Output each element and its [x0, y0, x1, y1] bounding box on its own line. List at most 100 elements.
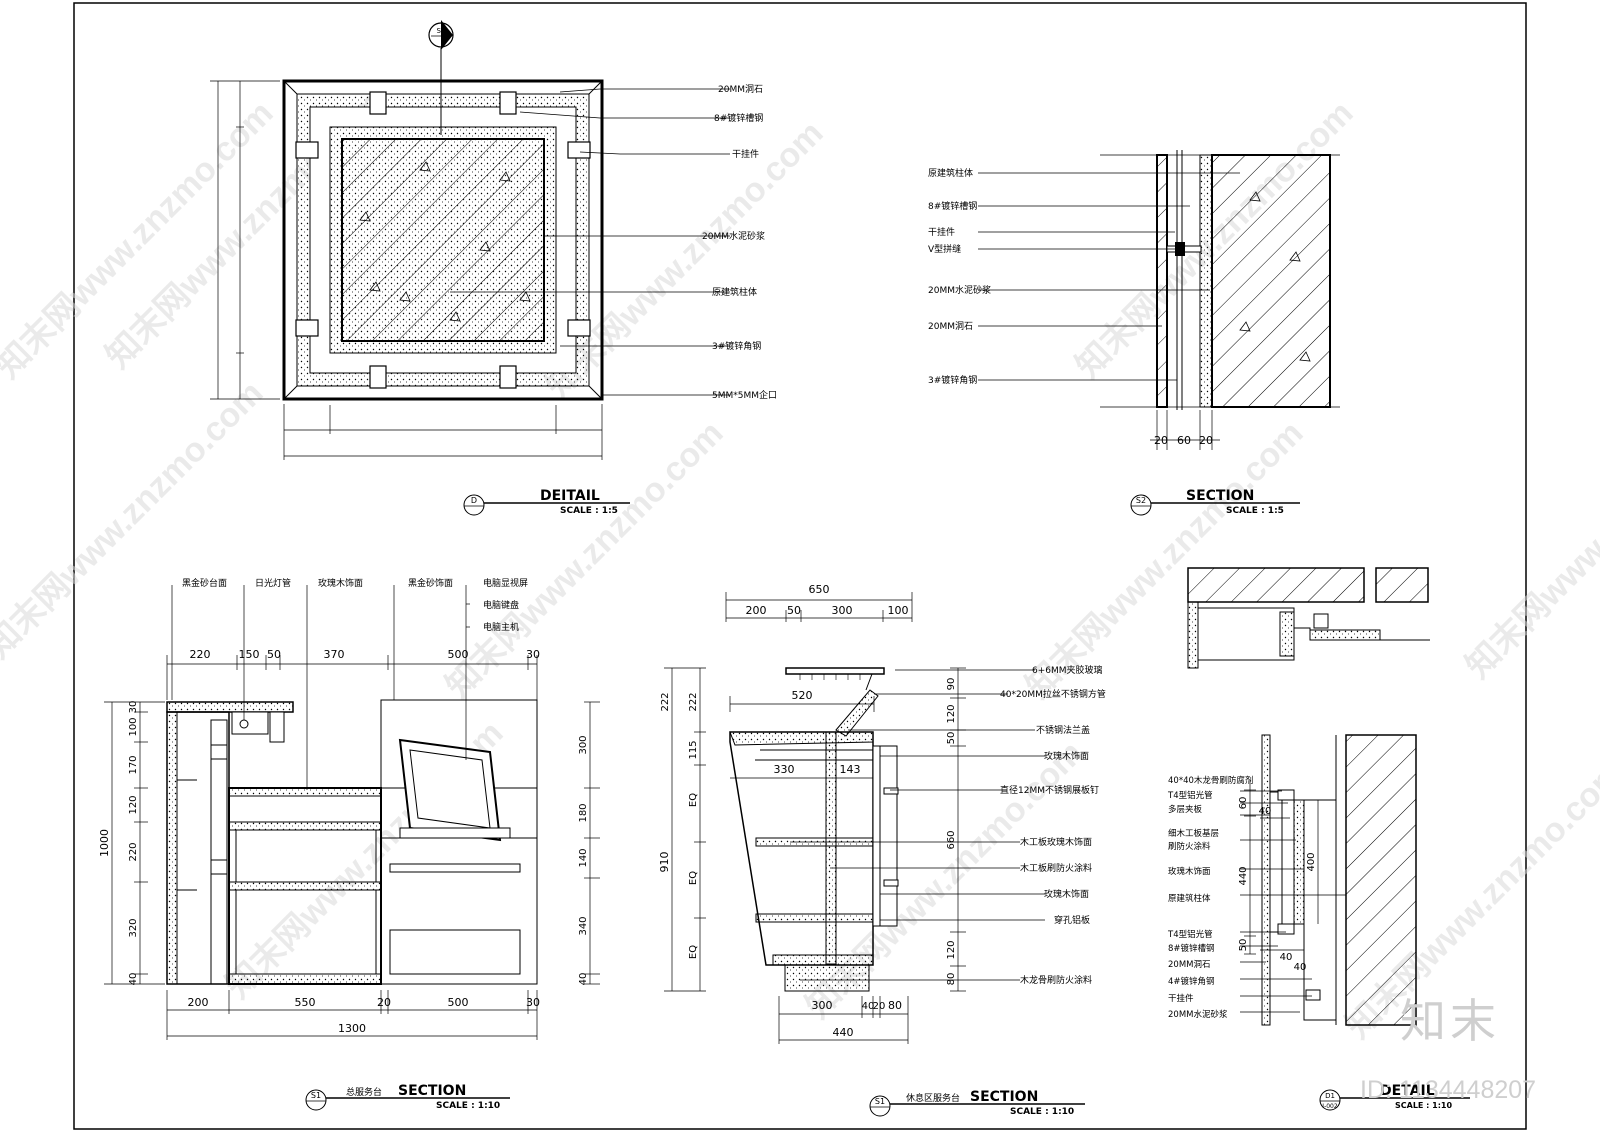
detail-d-plan: S1 20MM洞石 8#镀锌槽钢 干挂件 20MM水泥砂浆 原建筑柱体: [210, 20, 777, 460]
detail-d-label: 干挂件: [732, 148, 759, 160]
svg-text:370: 370: [324, 648, 345, 661]
svg-text:340: 340: [578, 916, 589, 935]
svg-text:50: 50: [946, 732, 957, 745]
svg-text:S1: S1: [875, 1097, 885, 1106]
svg-text:黑金砂台面: 黑金砂台面: [182, 577, 227, 589]
svg-text:400: 400: [1306, 852, 1317, 871]
svg-text:SECTION: SECTION: [1186, 488, 1254, 504]
svg-text:220: 220: [128, 842, 139, 861]
svg-text:660: 660: [946, 830, 957, 849]
svg-text:550: 550: [295, 996, 316, 1009]
svg-text:222: 222: [688, 692, 699, 711]
detail-d-label: 8#镀锌槽钢: [714, 112, 763, 124]
watermark-text: 知末网www.znzmo.com: [0, 374, 271, 666]
svg-text:50: 50: [267, 648, 281, 661]
svg-text:EQ: EQ: [688, 871, 699, 885]
svg-text:总服务台: 总服务台: [346, 1086, 382, 1098]
svg-text:玫瑰木饰面: 玫瑰木饰面: [1168, 866, 1211, 877]
svg-text:40: 40: [128, 973, 139, 986]
svg-text:170: 170: [128, 755, 139, 774]
sheet-border: [73, 2, 1527, 1130]
svg-text:黑金砂饰面: 黑金砂饰面: [408, 577, 453, 589]
svg-text:20: 20: [873, 1001, 886, 1012]
svg-text:220: 220: [190, 648, 211, 661]
brand-logo: 知末: [1400, 995, 1500, 1047]
svg-text:40: 40: [578, 973, 589, 986]
section-s2: 原建筑柱体 8#镀锌槽钢 干挂件 V型拼缝 20MM水泥砂浆 20MM洞石 3#…: [928, 150, 1340, 450]
svg-text:不锈钢法兰盖: 不锈钢法兰盖: [1036, 724, 1090, 736]
svg-text:100: 100: [888, 604, 909, 617]
svg-text:细木工板基层: 细木工板基层: [1168, 828, 1219, 839]
svg-text:40: 40: [862, 1001, 875, 1012]
svg-text:300: 300: [812, 999, 833, 1012]
detail-d-label: 20MM水泥砂浆: [702, 230, 765, 242]
svg-text:T4型铝光管: T4型铝光管: [1167, 790, 1213, 801]
watermark-text: 知末网www.znzmo.com: [1019, 414, 1311, 706]
detail-d-label: 原建筑柱体: [712, 286, 757, 298]
svg-text:原建筑柱体: 原建筑柱体: [1168, 893, 1211, 904]
svg-text:20MM水泥砂浆: 20MM水泥砂浆: [928, 284, 991, 296]
svg-text:300: 300: [832, 604, 853, 617]
svg-text:DETAIL: DETAIL: [1380, 1083, 1435, 1099]
svg-text:SCALE : 1:5: SCALE : 1:5: [1226, 506, 1284, 516]
svg-text:EQ: EQ: [688, 793, 699, 807]
svg-text:直径12MM不锈钢展板钉: 直径12MM不锈钢展板钉: [1000, 784, 1099, 796]
svg-text:6+6MM夹胶玻璃: 6+6MM夹胶玻璃: [1032, 664, 1103, 676]
svg-text:8#镀锌槽钢: 8#镀锌槽钢: [1168, 943, 1215, 954]
svg-text:20MM洞石: 20MM洞石: [1168, 959, 1210, 970]
svg-text:SCALE : 1:5: SCALE : 1:5: [560, 506, 618, 516]
svg-text:S1: S1: [311, 1091, 321, 1100]
svg-text:多层夹板: 多层夹板: [1168, 804, 1203, 815]
section-s1-title: S1 总服务台 SECTION SCALE : 1:10: [305, 1083, 510, 1111]
svg-text:SCALE : 1:10: SCALE : 1:10: [1010, 1107, 1074, 1117]
watermark-text: 知末网www.znzmo.com: [439, 414, 731, 706]
svg-text:I-002: I-002: [1322, 1103, 1338, 1110]
svg-text:222: 222: [660, 692, 671, 711]
svg-text:40: 40: [1280, 952, 1293, 963]
svg-text:1300: 1300: [338, 1022, 366, 1035]
svg-text:50: 50: [787, 604, 801, 617]
svg-text:玫瑰木饰面: 玫瑰木饰面: [318, 577, 363, 589]
detail-d-label: 5MM*5MM企口: [712, 389, 777, 401]
svg-text:200: 200: [188, 996, 209, 1009]
detail-d-label: 3#镀锌角钢: [712, 340, 761, 352]
svg-text:520: 520: [792, 689, 813, 702]
svg-text:500: 500: [448, 648, 469, 661]
svg-text:电脑显视屏: 电脑显视屏: [483, 577, 528, 589]
detail-d-label: 20MM洞石: [718, 84, 763, 95]
svg-text:90: 90: [946, 678, 957, 691]
svg-text:143: 143: [840, 763, 861, 776]
svg-text:115: 115: [688, 740, 699, 759]
section-lounge-counter: 650 200 50 300 100 520 330 143 222 222 1…: [658, 583, 1106, 1044]
svg-text:140: 140: [578, 848, 589, 867]
svg-text:330: 330: [774, 763, 795, 776]
svg-text:穿孔铝板: 穿孔铝板: [1054, 914, 1090, 926]
section-s1-reception: 220 150 50 370 500 30 黑金砂台面 日光灯管 玫瑰木饰面 黑…: [98, 577, 600, 1040]
svg-text:20MM洞石: 20MM洞石: [928, 321, 973, 332]
svg-text:200: 200: [746, 604, 767, 617]
svg-text:4#镀锌角钢: 4#镀锌角钢: [1168, 976, 1215, 987]
svg-text:40: 40: [1294, 962, 1307, 973]
svg-text:60: 60: [1177, 434, 1191, 447]
svg-text:干挂件: 干挂件: [928, 226, 955, 238]
svg-text:100: 100: [128, 717, 139, 736]
svg-text:910: 910: [658, 852, 671, 873]
svg-text:320: 320: [128, 918, 139, 937]
svg-text:80: 80: [888, 999, 902, 1012]
svg-text:40*20MM拉丝不锈钢方管: 40*20MM拉丝不锈钢方管: [1000, 688, 1106, 700]
svg-text:1000: 1000: [98, 829, 111, 857]
svg-text:SECTION: SECTION: [398, 1083, 466, 1099]
svg-text:120: 120: [128, 795, 139, 814]
svg-text:日光灯管: 日光灯管: [255, 577, 291, 589]
svg-text:30: 30: [526, 996, 540, 1009]
section-s2-title: S2 SECTION SCALE : 1:5: [1130, 488, 1300, 516]
svg-text:EQ: EQ: [688, 945, 699, 959]
svg-text:D: D: [471, 496, 477, 505]
svg-text:休息区服务台: 休息区服务台: [906, 1092, 960, 1104]
svg-text:电脑键盘: 电脑键盘: [483, 599, 519, 611]
svg-text:20: 20: [1199, 434, 1213, 447]
svg-text:440: 440: [1238, 866, 1249, 885]
svg-text:SECTION: SECTION: [970, 1089, 1038, 1105]
svg-text:300: 300: [578, 735, 589, 754]
